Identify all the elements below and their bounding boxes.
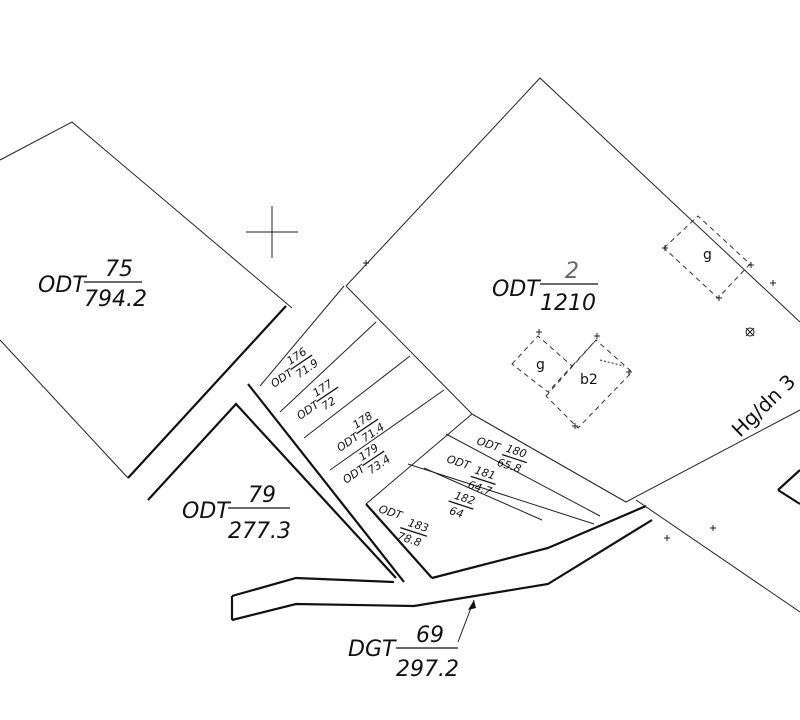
building-b2-label: b2 [580, 372, 598, 388]
parcel-69-label: DGT 69 297.2 [348, 623, 459, 682]
parcel-176-fraction-line [290, 354, 313, 371]
road-label: Hg/dn 3 [727, 369, 800, 441]
parcel-182-label: 182 64 [448, 489, 477, 521]
parcel-75-area: 794.2 [84, 287, 147, 312]
parcel-181-number: 181 [473, 464, 497, 483]
building-g-top-label: g [703, 247, 712, 263]
parcel-75-number: 75 [105, 257, 133, 282]
parcel-79-number: 79 [248, 483, 276, 508]
parcel-2-type: ODT [492, 277, 541, 302]
parcel-183-label: ODT 183 78.8 [377, 502, 430, 549]
block-boundaries [127, 305, 800, 622]
dim-tick [599, 359, 625, 367]
parcel-183-number: 183 [406, 516, 430, 535]
parcel-69-type: DGT [348, 637, 397, 662]
survey-point-icon [745, 327, 755, 337]
parcel-179-type: ODT [340, 462, 368, 487]
parcel-181-label: ODT 181 64.7 [445, 452, 497, 498]
parcel-2-number: 2 [565, 259, 579, 284]
parcel-182-area: 64 [448, 504, 465, 521]
parcel-183-fraction-line [400, 527, 428, 537]
parcel-75-label: ODT 75 794.2 [38, 257, 147, 312]
parcel-79-area: 277.3 [228, 519, 291, 544]
parcel-2-boundary [345, 77, 800, 503]
parcel-178-fraction-line [356, 418, 379, 435]
parcel-181-fraction-line [470, 475, 496, 486]
parcel-182-number: 182 [453, 489, 477, 508]
parcel-2-area: 1210 [540, 291, 596, 316]
parcel-181-type: ODT [445, 452, 473, 472]
lot-strip-boundaries [259, 285, 627, 525]
parcel-176-type: ODT [268, 366, 296, 391]
building-g-mid: g [511, 335, 573, 393]
survey-markers [246, 206, 776, 541]
road-boundary-line [635, 499, 800, 613]
parcel-177-fraction-line [316, 386, 339, 403]
parcel-79-type: ODT [182, 499, 231, 524]
parcel-69-area: 297.2 [396, 657, 459, 682]
parcel-79-label: ODT 79 277.3 [182, 483, 291, 544]
parcel-177-area: 72 [319, 394, 338, 413]
parcel-75-type: ODT [38, 273, 87, 298]
parcel-75-boundary [0, 121, 293, 479]
building-b2: b2 [545, 339, 633, 429]
road-pointer-arrow [457, 599, 476, 643]
building-g-mid-label: g [536, 357, 545, 373]
parcel-182-fraction-line [448, 500, 474, 510]
parcel-180-fraction-line [501, 453, 527, 464]
parcel-177-label: ODT 177 72 [294, 377, 339, 423]
survey-point-icon-x2 [745, 327, 755, 337]
building-g-top: g [663, 215, 751, 299]
parcel-69-number: 69 [416, 623, 444, 648]
parcel-177-type: ODT [294, 398, 322, 423]
parcel-2-label: ODT 2 1210 [492, 259, 598, 316]
parcel-180-number: 180 [504, 442, 528, 461]
parcel-179-fraction-line [362, 450, 385, 467]
